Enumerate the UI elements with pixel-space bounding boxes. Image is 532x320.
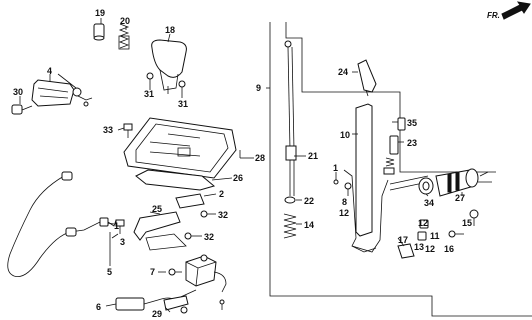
- part-16-bolt: [448, 230, 464, 238]
- part-4-switch-assembly: [31, 79, 93, 107]
- front-label: FR.: [487, 11, 500, 20]
- callout-11: 11: [430, 231, 440, 241]
- leader-lines: [19, 18, 463, 313]
- part-27-housing: [435, 168, 492, 197]
- solenoid-unit: [185, 254, 227, 293]
- callout-25: 25: [152, 204, 162, 214]
- part-24-knob-cap: [357, 59, 377, 97]
- part-10-shift-lever: [343, 103, 389, 253]
- callout-17: 17: [398, 235, 408, 245]
- callout-28: 28: [255, 153, 265, 163]
- callout-12-middle: 12: [418, 218, 428, 228]
- callout-13: 13: [414, 242, 424, 252]
- callout-33: 33: [103, 125, 113, 135]
- callout-5: 5: [107, 267, 112, 277]
- callout-2: 2: [219, 189, 224, 199]
- callout-12-upper: 12: [339, 208, 349, 218]
- callout-31-right: 31: [178, 99, 188, 109]
- callout-6: 6: [96, 302, 101, 312]
- callout-31-left: 31: [144, 89, 154, 99]
- shift-lever-group-frame: [269, 22, 532, 317]
- callout-34: 34: [424, 198, 434, 208]
- callout-7: 7: [150, 267, 155, 277]
- part-8-stud: [344, 182, 352, 196]
- part-34-nut: [418, 177, 434, 195]
- callout-27: 27: [455, 193, 465, 203]
- callout-32-lower: 32: [204, 232, 214, 242]
- callout-19: 19: [95, 8, 105, 18]
- part-25-bracket: [133, 211, 187, 251]
- callout-12-lower: 12: [425, 244, 435, 254]
- callout-20: 20: [120, 16, 130, 26]
- part-22-cap: [284, 196, 296, 204]
- part-29-bracket: [163, 295, 225, 314]
- callout-9: 9: [256, 83, 261, 93]
- callout-14: 14: [304, 220, 314, 230]
- part-20-spring: [118, 23, 130, 50]
- callout-29: 29: [152, 309, 162, 319]
- callout-35: 35: [407, 118, 417, 128]
- part-30-bulb: [11, 104, 33, 115]
- part-7-bolt: [168, 268, 182, 276]
- callout-8: 8: [342, 197, 347, 207]
- part-15-washer: [469, 209, 479, 226]
- front-arrow-icon: [501, 1, 531, 20]
- part-35-pin: [397, 117, 406, 131]
- callout-15: 15: [462, 218, 472, 228]
- part-26-slide-cover: [135, 169, 216, 191]
- part-1-screw-right: [333, 179, 339, 185]
- callout-16: 16: [444, 244, 454, 254]
- callout-21: 21: [308, 151, 318, 161]
- part-13-bushing: [417, 219, 429, 241]
- callout-18: 18: [165, 25, 175, 35]
- part-17-pin: [397, 243, 415, 259]
- callout-10: 10: [340, 130, 350, 140]
- callout-1-left: 1: [114, 221, 119, 231]
- callout-labels: 19 20 18 4 30 31 31 33 28 26 2 25 32 32 …: [13, 8, 472, 319]
- callout-32-upper: 32: [218, 210, 228, 220]
- callout-26: 26: [233, 173, 243, 183]
- part-5-shift-cable: [7, 171, 117, 277]
- part-33-bolt: [123, 123, 133, 138]
- part-31-screw: [146, 72, 186, 94]
- part-21-shift-rod: [284, 40, 297, 196]
- callout-22: 22: [304, 196, 314, 206]
- part-19-pin: [93, 23, 105, 41]
- callout-23: 23: [407, 138, 417, 148]
- callout-24: 24: [338, 67, 348, 77]
- callout-30: 30: [13, 87, 23, 97]
- part-14-spring: [283, 213, 297, 239]
- part-2-plate: [175, 193, 205, 209]
- part-28-indicator-panel: [123, 117, 237, 179]
- front-direction-marker: FR.: [487, 1, 531, 20]
- part-3-clip: [115, 219, 125, 234]
- part-18-shift-knob: [151, 39, 187, 94]
- part-32-bolts: [184, 210, 212, 240]
- callout-3: 3: [120, 237, 125, 247]
- callout-4: 4: [47, 66, 52, 76]
- callout-1-right: 1: [333, 163, 338, 173]
- part-23-detent: [383, 135, 399, 175]
